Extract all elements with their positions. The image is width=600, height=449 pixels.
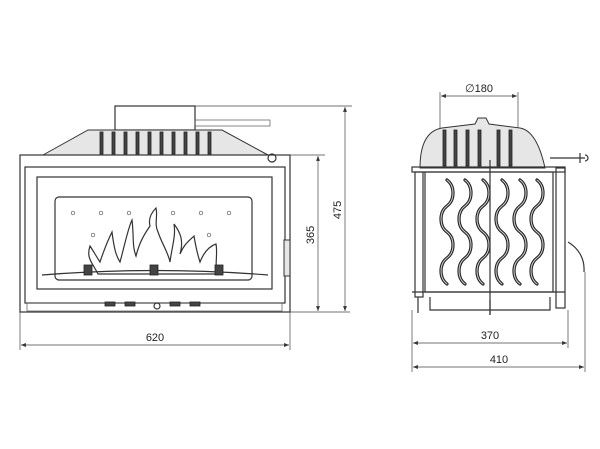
total-depth-label: 410 <box>490 354 508 366</box>
door-swing-handle <box>567 241 585 273</box>
side-bracket <box>194 119 271 127</box>
rivet <box>70 210 76 216</box>
hood-rib <box>195 131 200 155</box>
rivet <box>98 210 104 216</box>
wave-highlight <box>440 179 454 285</box>
side-ribs <box>442 129 513 167</box>
side-left-post <box>414 171 424 298</box>
rivet <box>226 210 232 216</box>
hood-rib <box>207 131 212 155</box>
side-handle <box>550 153 589 163</box>
hood-rib <box>99 131 104 155</box>
handle-knob <box>267 153 277 163</box>
dimension-total-depth: 410 <box>413 272 586 372</box>
glass-panel <box>54 196 253 281</box>
rivet <box>126 210 132 216</box>
hood-rib <box>135 131 140 155</box>
side-view <box>411 117 589 315</box>
rivet <box>206 232 212 238</box>
side-rib <box>477 129 482 167</box>
side-rib <box>508 129 513 167</box>
side-right-door <box>555 167 566 309</box>
side-rib <box>442 129 447 167</box>
door-inner-frame <box>36 176 273 290</box>
dimension-flue-diameter: ∅180 <box>439 83 519 128</box>
wave-highlight <box>458 179 472 285</box>
flue-collar <box>114 105 196 131</box>
front-body <box>19 154 291 313</box>
rivet <box>198 210 204 216</box>
side-rib <box>465 129 470 167</box>
ash-drawer <box>26 301 283 312</box>
hood <box>41 129 269 156</box>
dimension-total-height: 475 <box>195 105 352 311</box>
log-holders <box>83 264 224 276</box>
hood-rib <box>147 131 152 155</box>
width-label: 620 <box>146 332 164 344</box>
flames <box>88 206 219 275</box>
rivet <box>90 232 96 238</box>
door-handle <box>283 239 291 277</box>
total-height-label: 475 <box>332 201 344 219</box>
wave-highlight <box>495 179 509 285</box>
hood-rib <box>183 131 188 155</box>
body-depth-label: 370 <box>481 330 499 342</box>
hood-rib <box>123 131 128 155</box>
front-view <box>19 105 291 313</box>
flue-diameter-label: ∅180 <box>465 83 493 95</box>
hood-rib <box>159 131 164 155</box>
side-base <box>412 291 565 315</box>
wave-highlight <box>476 179 490 285</box>
door-frame <box>24 166 286 304</box>
wave-highlight <box>530 179 544 285</box>
body-height-label: 365 <box>305 226 317 244</box>
rivet <box>170 210 176 216</box>
dimension-body-depth: 370 <box>411 310 569 372</box>
side-rib <box>453 129 458 167</box>
hood-ribs <box>99 131 212 155</box>
wave-highlight <box>513 179 527 285</box>
hood-rib <box>171 131 176 155</box>
glass-rivets <box>70 210 232 238</box>
dimension-body-height: 365 <box>290 154 350 313</box>
side-dome <box>419 117 546 169</box>
dimension-width: 620 <box>19 312 291 350</box>
side-rib <box>496 129 501 167</box>
hood-rib <box>111 131 116 155</box>
convection-waves <box>439 178 545 286</box>
